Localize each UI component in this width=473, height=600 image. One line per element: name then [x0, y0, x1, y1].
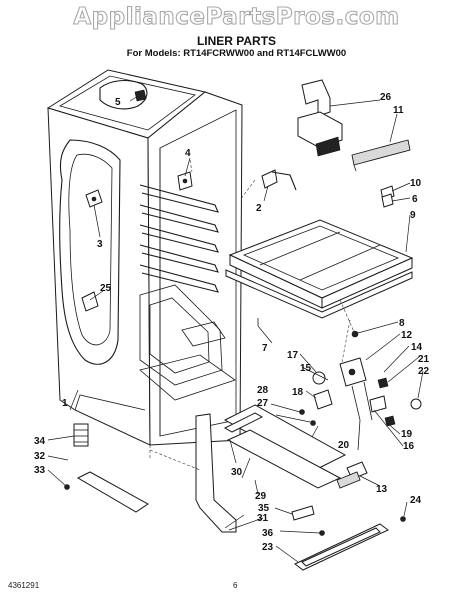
callout-2: 2: [256, 203, 262, 214]
callout-15: 15: [300, 363, 312, 374]
callout-8: 8: [399, 318, 405, 329]
callout-33: 33: [34, 465, 46, 476]
callout-4: 4: [185, 148, 191, 159]
callout-25: 25: [100, 283, 112, 294]
part-2-bracket: [261, 169, 297, 191]
callout-34: 34: [34, 436, 46, 447]
parts-29-30-rails: [223, 404, 347, 489]
callout-3: 3: [97, 239, 103, 250]
part-6-clip: [381, 193, 394, 208]
callout-30: 30: [231, 467, 243, 478]
callout-18: 18: [292, 387, 304, 398]
part-24-screw: [400, 516, 406, 522]
callout-14: 14: [411, 342, 423, 353]
footer-part-number: 4361291: [8, 581, 40, 590]
callout-10: 10: [410, 178, 422, 189]
callout-11: 11: [393, 105, 404, 116]
callout-32: 32: [34, 451, 46, 462]
part-23-rail: [294, 523, 389, 571]
control-parts: [299, 357, 422, 451]
callout-1: 1: [62, 398, 68, 409]
part-3-clip: [85, 189, 103, 208]
liner-cabinet: [46, 69, 243, 446]
callout-31: 31: [257, 513, 269, 524]
callout-9: 9: [410, 210, 416, 221]
callout-19: 19: [401, 429, 413, 440]
footer-page-number: 6: [233, 581, 238, 590]
part-33-rail: [64, 471, 149, 513]
callout-17: 17: [287, 350, 299, 361]
callout-27: 27: [257, 398, 269, 409]
callout-36: 36: [262, 528, 274, 539]
callout-20: 20: [338, 440, 350, 451]
part-35-bracket: [291, 505, 315, 521]
callout-29: 29: [255, 491, 267, 502]
callout-21: 21: [418, 354, 430, 365]
callout-13: 13: [376, 484, 388, 495]
callout-35: 35: [258, 503, 270, 514]
diagram-title: LINER PARTS: [196, 34, 277, 48]
part-7-shelf: [225, 269, 413, 326]
part-36-screw: [319, 530, 325, 536]
callout-5: 5: [115, 97, 121, 108]
callout-23: 23: [262, 542, 274, 553]
part-34-foot: [73, 423, 89, 447]
callout-22: 22: [418, 366, 430, 377]
callout-24: 24: [410, 495, 422, 506]
part-26-duct: [297, 79, 343, 157]
callout-numbers: 26 11 10 6 9 4 5 2 3 25 8 7 12 14 21 22 …: [34, 92, 430, 553]
callout-28: 28: [257, 385, 269, 396]
watermark: AppliancePartsPros.com: [73, 3, 400, 30]
part-11-bracket: [351, 139, 411, 172]
shelf-rails: [139, 184, 219, 293]
part-13-clip: [336, 461, 368, 489]
callout-6: 6: [412, 194, 418, 205]
callout-7: 7: [262, 343, 268, 354]
diagram-subtitle: For Models: RT14FCRWW00 and RT14FCLWW00: [126, 48, 347, 59]
callout-16: 16: [403, 441, 415, 452]
leader-lines: [47, 95, 424, 563]
guide-lines: [149, 159, 356, 471]
part-25-clip: [81, 291, 99, 312]
callout-26: 26: [380, 92, 392, 103]
part-9-pan: [228, 219, 414, 309]
part-31-strip: [195, 413, 237, 533]
callout-12: 12: [401, 330, 413, 341]
